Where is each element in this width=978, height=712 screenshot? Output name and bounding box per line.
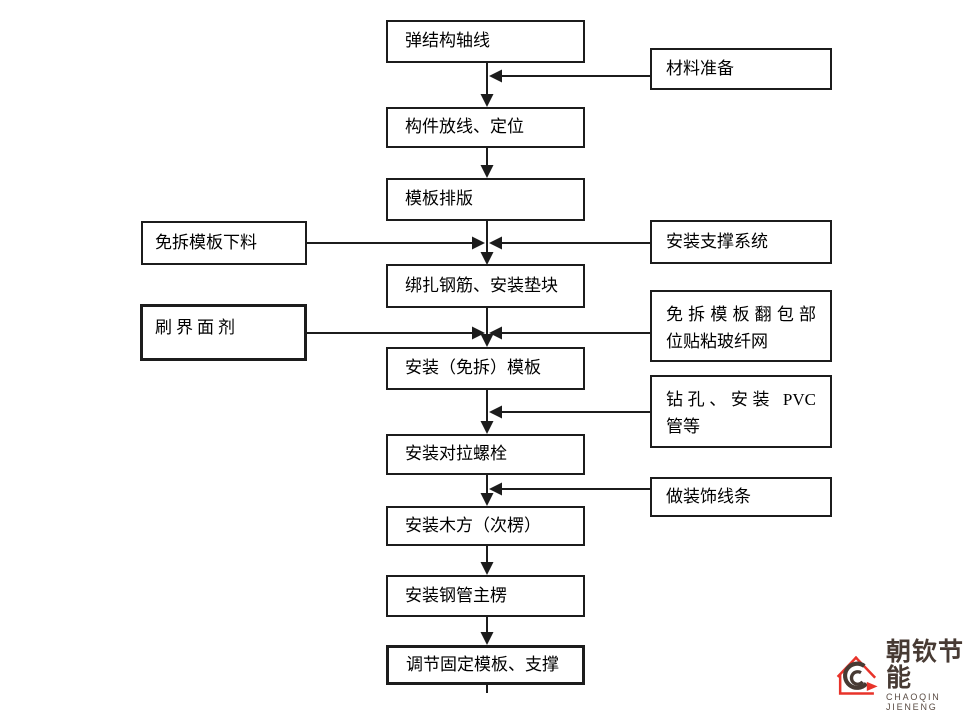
- flow-step-install-tie-bolts: 安装对拉螺栓: [386, 434, 585, 475]
- flow-step-formwork-layout: 模板排版: [386, 178, 585, 221]
- arrowhead-left: [489, 482, 502, 496]
- logo-text: 朝钦节能 CHAOQIN JIENENG: [886, 639, 978, 712]
- flow-step-snap-axis-lines: 弹结构轴线: [386, 20, 585, 63]
- company-logo: 朝钦节能 CHAOQIN JIENENG: [836, 639, 978, 712]
- arrowhead-left: [489, 69, 502, 83]
- flow-step-install-stay-in-place-formwork: 安装（免拆）模板: [386, 347, 585, 390]
- flow-connector-lines: [307, 60, 650, 693]
- flow-step-label: 做装饰线条: [666, 486, 751, 506]
- arrowhead-left: [489, 405, 502, 419]
- arrowhead-down: [480, 421, 494, 434]
- arrowhead-down: [480, 632, 494, 645]
- flow-step-decorative-moldings: 做装饰线条: [650, 477, 832, 517]
- flow-step-label: 材料准备: [666, 58, 734, 78]
- flow-step-drill-install-pvc-pipes: 钻孔、安装 PVC 管等: [650, 375, 832, 448]
- flow-step-install-support-system: 安装支撑系统: [650, 220, 832, 264]
- flow-step-label-line2: 位贴粘玻纤网: [666, 332, 768, 351]
- arrowhead-down: [480, 334, 494, 347]
- flow-step-adjust-fix-formwork-supports: 调节固定模板、支撑: [386, 645, 585, 685]
- logo-company-name-cn: 朝钦节能: [885, 638, 964, 692]
- flow-step-label: 安装（免拆）模板: [405, 358, 541, 378]
- arrowhead-down: [480, 562, 494, 575]
- arrowhead-down: [480, 165, 494, 178]
- flow-step-install-timber-secondary-joists: 安装木方（次楞）: [386, 506, 585, 546]
- arrowhead-down: [480, 493, 494, 506]
- flow-step-label: 安装对拉螺栓: [405, 444, 507, 464]
- arrowhead-right: [472, 326, 485, 340]
- logo-house-icon: [836, 655, 878, 695]
- arrowhead-left: [489, 326, 502, 340]
- flow-step-label-line1: 钻孔、安装 PVC: [666, 390, 816, 409]
- flow-step-label: 安装支撑系统: [666, 231, 768, 251]
- flow-step-label: 刷界面剂: [155, 318, 239, 337]
- flow-step-label-line1: 免拆模板翻包部: [666, 305, 816, 324]
- arrowhead-down: [480, 94, 494, 107]
- flow-step-stick-fiberglass-mesh: 免拆模板翻包部 位贴粘玻纤网: [650, 290, 832, 362]
- flow-step-label: 安装木方（次楞）: [405, 515, 541, 535]
- flow-step-label: 绑扎钢筋、安装垫块: [405, 275, 558, 295]
- flow-step-formwork-blanking: 免拆模板下料: [141, 221, 307, 265]
- flow-step-label: 构件放线、定位: [405, 117, 524, 137]
- arrowhead-right: [472, 236, 485, 250]
- flow-step-material-preparation: 材料准备: [650, 48, 832, 90]
- arrowhead-down: [480, 252, 494, 265]
- arrowhead-left: [489, 236, 502, 250]
- flow-step-label: 免拆模板下料: [155, 232, 257, 252]
- flow-step-label-line2: 管等: [666, 417, 700, 436]
- flow-step-label: 安装钢管主楞: [405, 585, 507, 605]
- logo-company-name-en: CHAOQIN JIENENG: [885, 692, 941, 712]
- flow-step-component-setout-positioning: 构件放线、定位: [386, 107, 585, 148]
- flow-step-apply-interface-agent: 刷界面剂: [140, 304, 307, 361]
- flowchart-canvas: 弹结构轴线 构件放线、定位 模板排版 绑扎钢筋、安装垫块 安装（免拆）模板 安装…: [140, 20, 963, 712]
- flow-step-label: 弹结构轴线: [405, 31, 490, 51]
- flow-step-install-steel-pipe-main-joists: 安装钢管主楞: [386, 575, 585, 617]
- flow-step-label: 模板排版: [405, 189, 473, 209]
- flow-step-tie-rebar-install-spacers: 绑扎钢筋、安装垫块: [386, 264, 585, 308]
- flow-step-label: 调节固定模板、支撑: [406, 654, 559, 674]
